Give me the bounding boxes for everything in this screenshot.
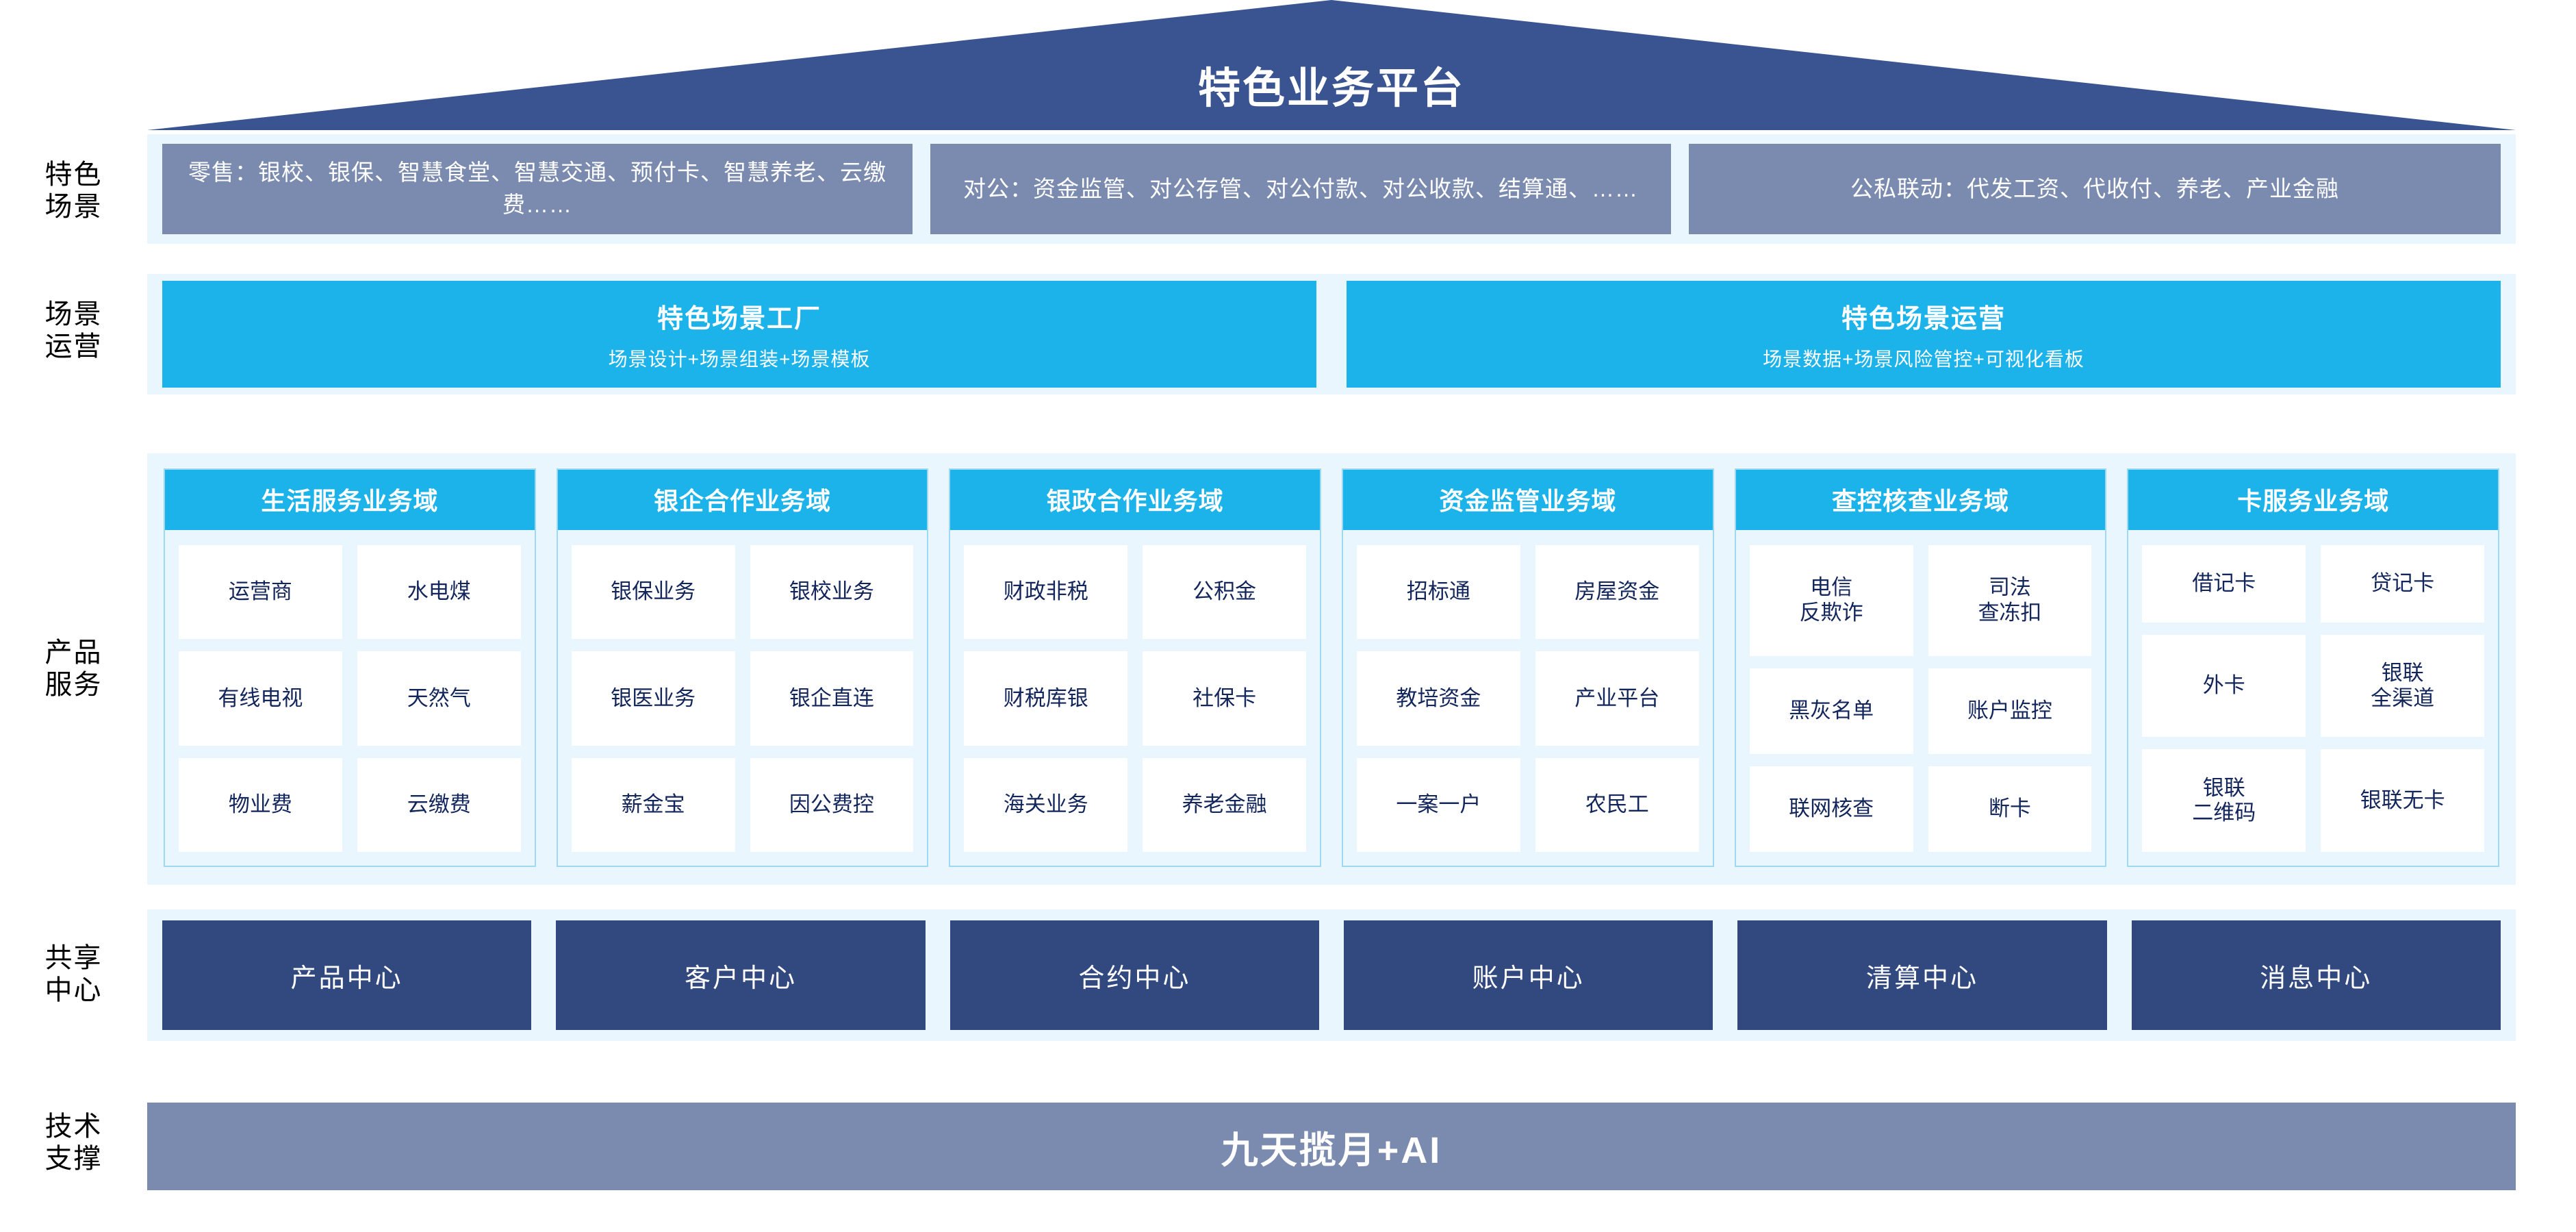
domain-item[interactable]: 银联无卡: [2321, 749, 2485, 852]
tech-support-band[interactable]: 九天揽月+AI: [147, 1103, 2516, 1190]
domain-item[interactable]: 一案一户: [1357, 757, 1520, 852]
domain-item[interactable]: 财政非税: [964, 545, 1128, 640]
domain-item[interactable]: 银校业务: [750, 545, 914, 640]
shared-center-clearing[interactable]: 清算中心: [1737, 920, 2107, 1030]
domain-item[interactable]: 天然气: [357, 651, 521, 746]
row-label-scenes: 特色 场景: [44, 160, 103, 223]
domain-title: 资金监管业务域: [1343, 470, 1713, 530]
scene-box-retail[interactable]: 零售：银校、银保、智慧食堂、智慧交通、预付卡、智慧养老、云缴费……: [162, 144, 913, 234]
domain-item[interactable]: 海关业务: [964, 757, 1128, 852]
operations-row: 特色场景工厂 场景设计+场景组装+场景模板 特色场景运营 场景数据+场景风险管控…: [147, 274, 2516, 394]
domain-item[interactable]: 银保业务: [571, 545, 735, 640]
product-domains-band: 生活服务业务域 运营商 水电煤 有线电视 天然气 物业费 云缴费 银企合作业务域…: [147, 453, 2516, 885]
domain-item[interactable]: 云缴费: [357, 757, 521, 852]
domain-item-grid: 招标通 房屋资金 教培资金 产业平台 一案一户 农民工: [1343, 530, 1713, 866]
platform-roof: 特色业务平台: [147, 0, 2516, 130]
domain-item[interactable]: 电信 反欺诈: [1749, 545, 1913, 656]
domain-item-grid: 运营商 水电煤 有线电视 天然气 物业费 云缴费: [165, 530, 535, 866]
shared-center-message[interactable]: 消息中心: [2131, 920, 2501, 1030]
domain-item[interactable]: 有线电视: [179, 651, 342, 746]
scenes-band: 零售：银校、银保、智慧食堂、智慧交通、预付卡、智慧养老、云缴费…… 对公：资金监…: [147, 134, 2516, 244]
scenes-row: 零售：银校、银保、智慧食堂、智慧交通、预付卡、智慧养老、云缴费…… 对公：资金监…: [147, 134, 2516, 244]
domain-item[interactable]: 联网核查: [1749, 766, 1913, 852]
row-label-tech: 技术 支撑: [44, 1111, 103, 1174]
shared-centers-row: 产品中心 客户中心 合约中心 账户中心 清算中心 消息中心: [147, 909, 2516, 1041]
shared-centers-band: 产品中心 客户中心 合约中心 账户中心 清算中心 消息中心: [147, 909, 2516, 1041]
domain-item[interactable]: 教培资金: [1357, 651, 1520, 746]
shared-center-customer[interactable]: 客户中心: [556, 920, 926, 1030]
domain-item[interactable]: 司法 查冻扣: [1928, 545, 2092, 656]
shared-center-contract[interactable]: 合约中心: [949, 920, 1319, 1030]
domain-item[interactable]: 银医业务: [571, 651, 735, 746]
domain-item[interactable]: 因公费控: [750, 757, 914, 852]
domain-item[interactable]: 养老金融: [1143, 757, 1307, 852]
domain-item[interactable]: 水电煤: [357, 545, 521, 640]
ops-title: 特色场景工厂: [656, 304, 821, 334]
domain-item[interactable]: 财税库银: [964, 651, 1128, 746]
domain-item[interactable]: 社保卡: [1143, 651, 1307, 746]
domain-column-investigation-control[interactable]: 查控核查业务域 电信 反欺诈 司法 查冻扣 黑灰名单 账户监控 联网核查 断卡: [1734, 468, 2107, 867]
domain-item[interactable]: 产业平台: [1535, 651, 1699, 746]
domain-item[interactable]: 运营商: [179, 545, 342, 640]
shared-center-product[interactable]: 产品中心: [162, 920, 532, 1030]
ops-subtitle: 场景设计+场景组装+场景模板: [608, 348, 871, 370]
domain-item[interactable]: 房屋资金: [1535, 545, 1699, 640]
tech-support-label: 九天揽月+AI: [1221, 1129, 1442, 1171]
domain-title: 卡服务业务域: [2128, 470, 2499, 530]
domain-item[interactable]: 黑灰名单: [1749, 668, 1913, 754]
domain-item[interactable]: 贷记卡: [2321, 545, 2485, 623]
domain-column-fund-supervision[interactable]: 资金监管业务域 招标通 房屋资金 教培资金 产业平台 一案一户 农民工: [1342, 468, 1714, 867]
domain-title: 查控核查业务域: [1735, 470, 2106, 530]
domain-item[interactable]: 账户监控: [1928, 668, 2092, 754]
domain-column-card-service[interactable]: 卡服务业务域 借记卡 贷记卡 外卡 银联 全渠道 银联 二维码 银联无卡: [2127, 468, 2500, 867]
domain-item-grid: 电信 反欺诈 司法 查冻扣 黑灰名单 账户监控 联网核查 断卡: [1736, 530, 2106, 866]
domain-item-grid: 财政非税 公积金 财税库银 社保卡 海关业务 养老金融: [950, 530, 1320, 866]
domain-column-life-service[interactable]: 生活服务业务域 运营商 水电煤 有线电视 天然气 物业费 云缴费: [164, 468, 536, 867]
domain-item[interactable]: 银企直连: [750, 651, 914, 746]
domain-item[interactable]: 农民工: [1535, 757, 1699, 852]
domain-title: 银企合作业务域: [557, 470, 928, 530]
domain-item[interactable]: 断卡: [1928, 766, 2092, 852]
domain-column-bank-enterprise[interactable]: 银企合作业务域 银保业务 银校业务 银医业务 银企直连 薪金宝 因公费控: [556, 468, 929, 867]
domain-title: 银政合作业务域: [950, 470, 1321, 530]
ops-subtitle: 场景数据+场景风险管控+可视化看板: [1763, 348, 2084, 370]
domain-item[interactable]: 招标通: [1357, 545, 1520, 640]
scene-box-corporate[interactable]: 对公：资金监管、对公存管、对公付款、对公收款、结算通、……: [930, 144, 1671, 234]
operations-band: 特色场景工厂 场景设计+场景组装+场景模板 特色场景运营 场景数据+场景风险管控…: [147, 274, 2516, 394]
domain-item-grid: 借记卡 贷记卡 外卡 银联 全渠道 银联 二维码 银联无卡: [2128, 530, 2498, 866]
domain-item[interactable]: 薪金宝: [571, 757, 735, 852]
domain-item[interactable]: 外卡: [2142, 634, 2306, 738]
domain-item[interactable]: 银联 二维码: [2142, 749, 2306, 852]
row-label-ops: 场景 运营: [44, 299, 103, 362]
ops-title: 特色场景运营: [1841, 304, 2006, 334]
row-label-shared: 共享 中心: [44, 943, 103, 1006]
domain-item[interactable]: 物业费: [179, 757, 342, 852]
ops-box-scene-operation[interactable]: 特色场景运营 场景数据+场景风险管控+可视化看板: [1347, 281, 2501, 388]
page-title: 特色业务平台: [1197, 65, 1465, 112]
product-domains-row: 生活服务业务域 运营商 水电煤 有线电视 天然气 物业费 云缴费 银企合作业务域…: [147, 453, 2516, 885]
domain-item[interactable]: 借记卡: [2142, 545, 2306, 623]
ops-box-scene-factory[interactable]: 特色场景工厂 场景设计+场景组装+场景模板: [162, 281, 1316, 388]
scene-box-public-private-linkage[interactable]: 公私联动：代发工资、代收付、养老、产业金融: [1689, 144, 2501, 234]
domain-item-grid: 银保业务 银校业务 银医业务 银企直连 薪金宝 因公费控: [558, 530, 928, 866]
domain-item[interactable]: 公积金: [1143, 545, 1307, 640]
row-label-products: 产品 服务: [44, 638, 103, 701]
shared-center-account[interactable]: 账户中心: [1343, 920, 1713, 1030]
domain-title: 生活服务业务域: [165, 470, 535, 530]
domain-item[interactable]: 银联 全渠道: [2321, 634, 2485, 738]
domain-column-bank-government[interactable]: 银政合作业务域 财政非税 公积金 财税库银 社保卡 海关业务 养老金融: [949, 468, 1322, 867]
